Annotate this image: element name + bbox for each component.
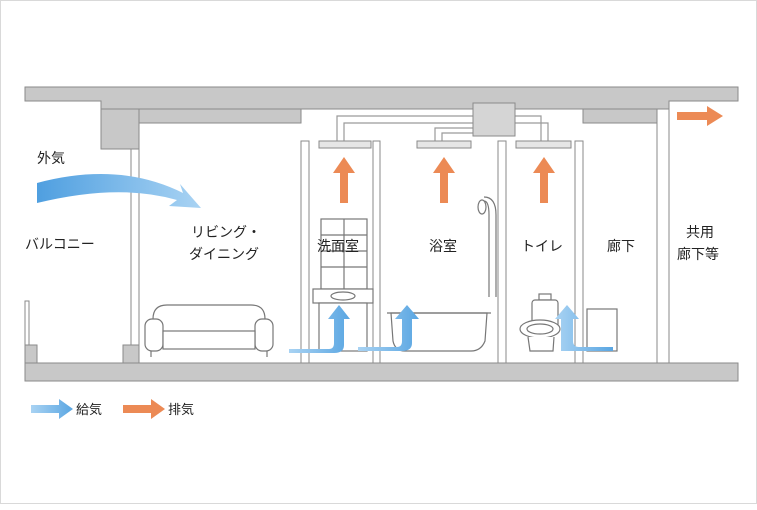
washbasin-icon [312,218,374,352]
label-common-line1: 共用 [686,225,714,241]
outside-air-supply-arrow [37,174,201,208]
legend-supply-arrow-icon [31,399,73,419]
floor-slab [24,344,739,382]
legend-supply-label: 給気 [76,402,102,418]
exhaust-grilles [318,140,572,149]
supply-flows [289,305,613,353]
label-toilet: トイレ [521,239,563,255]
toilet-icon [519,293,561,352]
label-living-line1: リビング・ [191,225,261,241]
legend-exhaust-arrow-icon [123,399,165,419]
bathtub-icon [387,312,491,352]
walls [24,108,670,364]
corridor-cabinet-icon [586,308,618,352]
exhaust-arrows [333,106,723,203]
legend-exhaust-label: 排気 [168,402,194,418]
sofa-icon [144,304,274,357]
label-bathroom: 浴室 [429,238,457,255]
legend: 給気 排気 [31,399,194,419]
ventilation-fan-unit [472,102,516,137]
label-balcony: バルコニー [25,237,95,253]
label-washroom: 洗面室 [317,238,359,255]
label-outside-air: 外気 [37,151,65,167]
label-common-line2: 廊下等 [677,246,719,263]
shower-icon [477,196,497,297]
label-corridor: 廊下 [607,238,635,255]
ceiling-slab [24,86,739,150]
exhaust-ducts [336,115,549,141]
label-living-line2: ダイニング [189,247,259,263]
